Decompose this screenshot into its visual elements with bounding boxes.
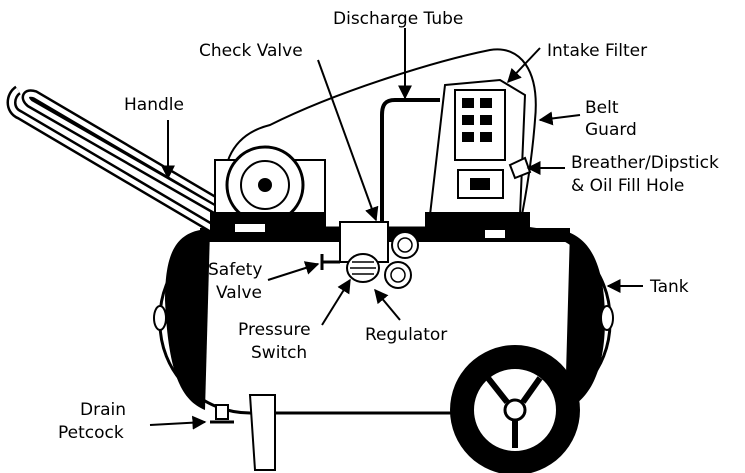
label-breather-line2: & Oil Fill Hole — [571, 176, 684, 196]
belt-guard-outline — [223, 48, 537, 226]
tank-leg — [248, 394, 276, 471]
handle-bar — [6, 85, 230, 235]
label-belt-guard-line1: Belt — [585, 98, 619, 118]
label-belt-guard-line2: Guard — [585, 120, 637, 140]
label-safety-valve-line2: Valve — [216, 283, 262, 303]
label-pressure-switch-line1: Pressure — [238, 320, 311, 340]
label-safety-valve-line1: Safety — [208, 260, 262, 280]
pump-head — [425, 78, 532, 242]
label-regulator: Regulator — [365, 325, 447, 345]
label-breather-line1: Breather/Dipstick — [571, 153, 719, 173]
label-drain-petcock-line2: Petcock — [58, 423, 124, 443]
label-drain-petcock-line1: Drain — [80, 400, 126, 420]
label-tank: Tank — [649, 277, 689, 297]
label-intake-filter: Intake Filter — [547, 41, 647, 61]
label-handle: Handle — [124, 95, 184, 115]
discharge-tube — [380, 98, 440, 230]
wheel — [450, 345, 580, 473]
drain-petcock — [210, 404, 234, 424]
control-manifold — [320, 221, 419, 289]
label-discharge-tube: Discharge Tube — [333, 9, 463, 29]
label-pressure-switch-line2: Switch — [251, 343, 307, 363]
leader-lines — [149, 28, 643, 430]
label-check-valve: Check Valve — [199, 41, 303, 61]
motor — [210, 145, 326, 242]
